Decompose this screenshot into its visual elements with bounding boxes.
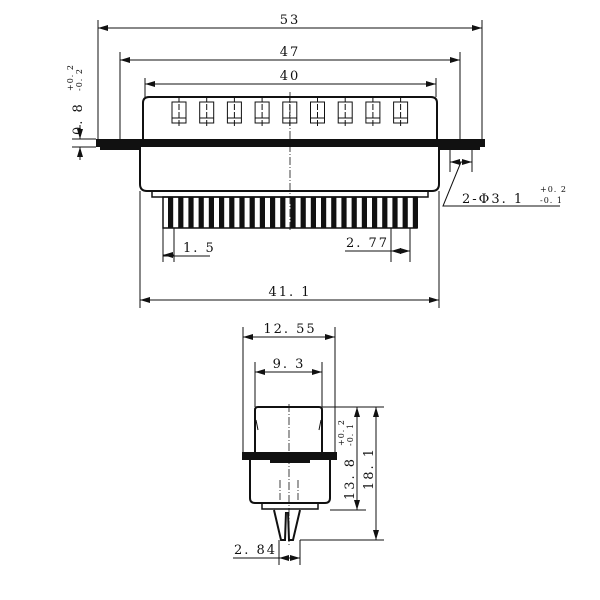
- hole-tol-lower: -0. 1: [540, 196, 563, 205]
- pin-tail: [290, 197, 296, 228]
- dimension-pin-width: 1. 5: [183, 241, 216, 256]
- body-height-label: 13. 8 +0. 2 -0. 1: [337, 419, 358, 500]
- flange-thickness-value: 0. 8: [71, 102, 86, 135]
- pin-tail: [321, 197, 327, 228]
- side-body: [249, 460, 331, 504]
- pin-tail: [341, 197, 347, 228]
- dimension-shell-width: 40: [280, 69, 301, 84]
- body-height-tol-upper: +0. 2: [337, 419, 346, 446]
- pin-tail: [372, 197, 378, 228]
- dimension-overall-height: 18. 1: [362, 447, 377, 490]
- dimension-flange-depth: 12. 55: [263, 322, 316, 337]
- dimension-shell-depth: 9. 3: [273, 357, 306, 372]
- dimension-overall-width: 53: [280, 13, 301, 28]
- flange-thickness-tol-upper: +0. 2: [66, 64, 75, 91]
- pin-tail: [412, 197, 418, 228]
- pin-tail: [259, 197, 265, 228]
- pin-tail: [219, 197, 225, 228]
- mounting-flange: [96, 139, 485, 147]
- pin-tail: [361, 197, 367, 228]
- flange-thickness-label: 0. 8 +0. 2 -0. 2: [66, 64, 86, 135]
- pin-tails: [162, 196, 418, 229]
- pin-tail: [331, 197, 337, 228]
- side-pin-tails: [273, 509, 301, 541]
- flange-tab-left: [100, 146, 140, 150]
- pin-tail: [239, 197, 245, 228]
- pin-tail: [168, 197, 174, 228]
- pin-tail: [178, 197, 184, 228]
- flange-tab-right: [440, 146, 480, 150]
- pin-tail: [392, 197, 398, 228]
- hole-tol-upper: +0. 2: [540, 185, 567, 194]
- front-view: 53 47 40 0. 8 +0. 2 -0. 2 2-Φ3. 1 +0. 2 …: [66, 13, 567, 308]
- dimension-body-width: 41. 1: [268, 285, 311, 300]
- connector-body: [139, 147, 440, 192]
- pin-tail: [249, 197, 255, 228]
- body-height-tol-lower: -0. 1: [346, 423, 355, 446]
- pin-tail: [198, 197, 204, 228]
- dimension-hole-spacing: 47: [280, 45, 301, 60]
- side-shell: [254, 406, 323, 452]
- dimension-pin-spacing: 2. 84: [234, 543, 277, 558]
- side-flange: [242, 452, 337, 460]
- pin-tail: [351, 197, 357, 228]
- dimension-pin-pitch: 2. 77: [346, 236, 389, 251]
- pin-tail: [208, 197, 214, 228]
- body-height-value: 13. 8: [343, 457, 358, 500]
- flange-thickness-tol-lower: -0. 2: [75, 68, 84, 91]
- pin-tail: [402, 197, 408, 228]
- pin-tail: [188, 197, 194, 228]
- contact-pins-front: [171, 96, 409, 128]
- pin-tail: [300, 197, 306, 228]
- pin-tail: [310, 197, 316, 228]
- side-view: 12. 55 9. 3 13. 8 +0. 2 -0. 1 18. 1 2. 8…: [233, 322, 384, 565]
- pin-tail: [382, 197, 388, 228]
- pin-tail: [270, 197, 276, 228]
- pin-tail: [229, 197, 235, 228]
- hole-spec-label: 2-Φ3. 1: [462, 192, 524, 207]
- pin-tail: [280, 197, 286, 228]
